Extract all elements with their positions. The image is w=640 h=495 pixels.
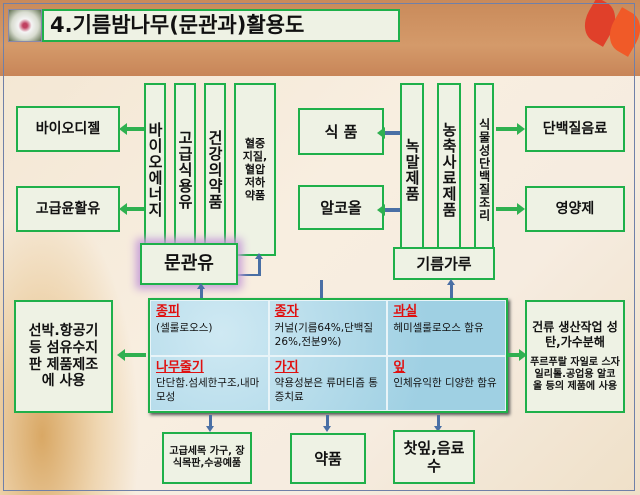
bottom-furniture: 고급세목 가구, 장식목판,수공예품 xyxy=(162,432,252,484)
flower-icon xyxy=(8,9,42,42)
arrow-right xyxy=(496,203,525,215)
arrow-left xyxy=(119,203,144,215)
arrow-right xyxy=(496,123,525,135)
arrow-left xyxy=(377,204,400,216)
use-ship-aircraft: 선박.항공기 등 섬유수지 판 제품제조 에 사용 xyxy=(14,300,113,413)
category-starch: 녹말제품 xyxy=(400,83,424,256)
connector-line xyxy=(323,415,331,432)
output-nutrient: 영양제 xyxy=(525,186,625,232)
category-blood-pressure-medicine: 혈중지질, 혈압저하약품 xyxy=(234,83,276,256)
connector-line xyxy=(197,283,205,298)
use-sub-text: 푸르푸랄 자일로 스자일리톨.공업용 알코올 등의 제품에 사용 xyxy=(530,356,620,392)
category-feed: 농축사료제품 xyxy=(437,83,461,256)
connector-line xyxy=(206,415,214,432)
source-oil: 문관유 xyxy=(140,243,238,285)
arrow-left xyxy=(117,349,146,361)
connector-line xyxy=(447,279,455,298)
output-food: 식 품 xyxy=(298,108,384,155)
arrow-right xyxy=(508,349,527,361)
output-alcohol: 알코올 xyxy=(298,185,384,230)
bottom-tea: 찻잎,음료수 xyxy=(393,430,475,484)
category-plant-protein: 식물성단백질조리 xyxy=(474,83,494,256)
output-biodiesel: 바이오디젤 xyxy=(16,106,120,152)
slide-frame xyxy=(3,3,635,491)
source-powder: 기름가루 xyxy=(393,247,495,280)
grid-cell: 종피(셀룰로오스) xyxy=(150,300,269,356)
output-lubricant: 고급윤활유 xyxy=(16,186,120,232)
page-title: 4.기름밤나무(문관과)활용도 xyxy=(42,9,400,42)
output-protein-drink: 단백질음료 xyxy=(525,106,625,152)
connector-line xyxy=(434,415,442,432)
arrow-left xyxy=(377,127,400,139)
category-edible-oil: 고급식용유 xyxy=(174,83,196,256)
use-main-text: 건류 생산작업 성탄,가수분해 xyxy=(532,320,618,349)
category-bioenergy: 바이오에너지 xyxy=(144,83,166,256)
category-health-medicine: 건강의약품 xyxy=(204,83,226,256)
connector-line xyxy=(255,253,263,276)
connector-line xyxy=(320,280,323,298)
use-dry-distillation: 건류 생산작업 성탄,가수분해 푸르푸랄 자일로 스자일리톨.공업용 알코올 등… xyxy=(525,300,625,413)
bottom-medicine: 약품 xyxy=(290,433,366,484)
arrow-left xyxy=(119,123,144,135)
